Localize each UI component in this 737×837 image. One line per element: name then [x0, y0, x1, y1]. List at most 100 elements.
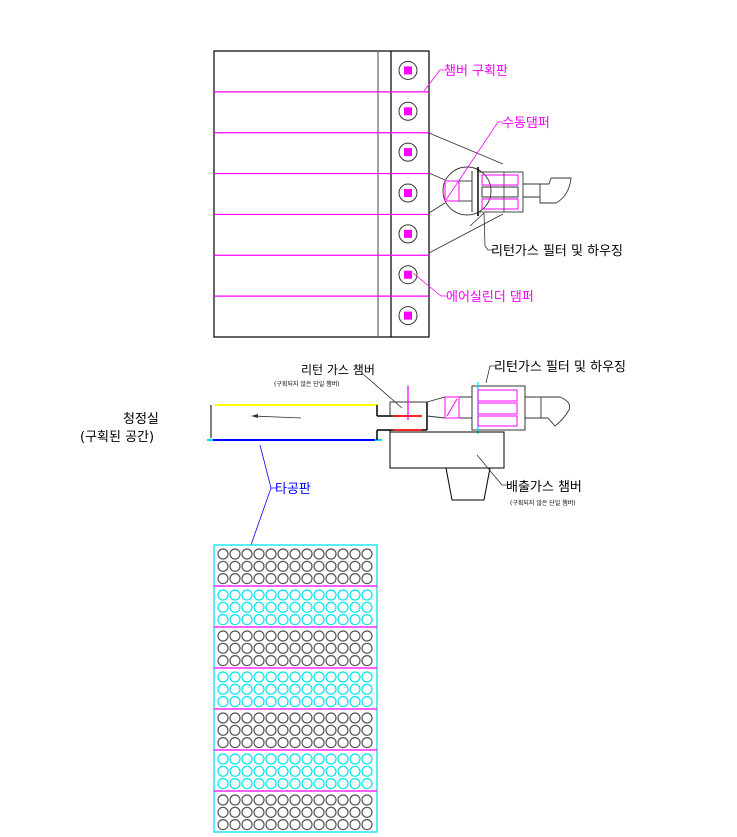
plate-hole: [289, 753, 301, 765]
plate-hole: [253, 671, 265, 683]
plate-hole: [349, 572, 361, 585]
label-filter-housing-side: 리턴가스 필터 및 하우징: [494, 360, 626, 375]
plate-hole: [229, 613, 241, 626]
plate-hole: [325, 560, 337, 572]
plate-hole: [217, 712, 229, 724]
plate-hole: [349, 724, 361, 736]
plate-hole: [325, 818, 337, 831]
plate-hole: [217, 630, 229, 642]
plate-hole: [253, 589, 265, 601]
plate-hole: [349, 765, 361, 777]
plate-hole: [361, 765, 373, 777]
filter-housing-top: [477, 171, 572, 213]
plate-hole: [313, 695, 325, 708]
plate-hole: [265, 818, 277, 831]
plate-hole: [253, 753, 265, 765]
plate-hole: [301, 806, 313, 818]
plate-hole: [241, 601, 253, 613]
plate-hole: [349, 712, 361, 724]
plate-hole: [229, 736, 241, 749]
housing-box: [477, 171, 524, 213]
plate-hole: [289, 794, 301, 806]
label-return-chamber: 리턴 가스 챔버: [301, 362, 375, 377]
top-view: 챔버 구획판 수동댐퍼 리턴가스 필터 및 하우징 에어실린더 댐퍼: [213, 50, 623, 338]
plate-hole: [361, 712, 373, 724]
plate-hole: [217, 794, 229, 806]
plate-hole: [265, 695, 277, 708]
plate-hole: [337, 794, 349, 806]
plate-hole: [265, 601, 277, 613]
plate-hole: [337, 572, 349, 585]
plate-hole: [337, 630, 349, 642]
plate-hole: [313, 806, 325, 818]
plate-hole: [277, 806, 289, 818]
plate-hole: [217, 589, 229, 601]
plate-hole: [253, 613, 265, 626]
plate-hole: [253, 683, 265, 695]
plate-hole: [277, 683, 289, 695]
plate-hole: [289, 548, 301, 560]
filter-housing-side: [471, 382, 571, 434]
outlet-elbow-side: [540, 396, 571, 427]
chamber-body: [213, 50, 430, 338]
plate-hole: [313, 777, 325, 790]
filter-side-leader: [485, 365, 495, 384]
plate-hole: [265, 560, 277, 572]
plate-hole: [361, 683, 373, 695]
plate-hole: [289, 572, 301, 585]
plate-hole: [301, 683, 313, 695]
label-clean-room: 청정실: [123, 412, 159, 427]
plate-hole: [289, 683, 301, 695]
plate-section: [217, 794, 373, 831]
plate-hole: [349, 642, 361, 654]
duct-line: [428, 132, 504, 165]
plate-hole: [313, 683, 325, 695]
plate-hole: [253, 765, 265, 777]
plate-hole: [277, 630, 289, 642]
plate-hole: [301, 589, 313, 601]
plate-hole: [349, 671, 361, 683]
plate-hole: [337, 642, 349, 654]
plate-hole: [301, 671, 313, 683]
plate-hole: [349, 806, 361, 818]
plate-hole: [361, 572, 373, 585]
plate-hole: [229, 560, 241, 572]
plate-hole: [217, 572, 229, 585]
plate-hole: [217, 671, 229, 683]
plate-hole: [241, 683, 253, 695]
plate-hole: [301, 642, 313, 654]
air-cylinder-damper: [398, 183, 418, 203]
plate-hole: [241, 654, 253, 667]
plate-hole: [313, 630, 325, 642]
plate-hole: [289, 724, 301, 736]
plate-hole: [361, 806, 373, 818]
air-cylinder-dampers: [398, 60, 418, 326]
plate-hole: [241, 712, 253, 724]
damper-blade-box: [444, 180, 460, 202]
plate-hole: [337, 560, 349, 572]
plate-hole: [229, 753, 241, 765]
air-cylinder-leader: [412, 272, 447, 297]
plate-hole: [289, 818, 301, 831]
plate-hole: [301, 654, 313, 667]
plate-hole: [325, 712, 337, 724]
duct-line: [428, 213, 504, 254]
plate-hole: [253, 794, 265, 806]
plate-hole: [313, 712, 325, 724]
plate-hole: [289, 560, 301, 572]
plate-hole: [337, 806, 349, 818]
side-view: 리턴 가스 챔버 (구획되지 않은 단일 챔버) 리턴가스 필터 및 하우징 청…: [80, 360, 626, 546]
plate-hole: [325, 753, 337, 765]
plate-hole: [289, 736, 301, 749]
plate-hole: [265, 572, 277, 585]
plate-hole: [325, 601, 337, 613]
plate-hole: [289, 613, 301, 626]
plate-hole: [313, 560, 325, 572]
manual-damper-leader: [445, 121, 503, 201]
plate-hole: [313, 818, 325, 831]
plate-hole: [349, 560, 361, 572]
plate-hole: [337, 654, 349, 667]
plate-hole: [313, 671, 325, 683]
plate-hole: [241, 777, 253, 790]
